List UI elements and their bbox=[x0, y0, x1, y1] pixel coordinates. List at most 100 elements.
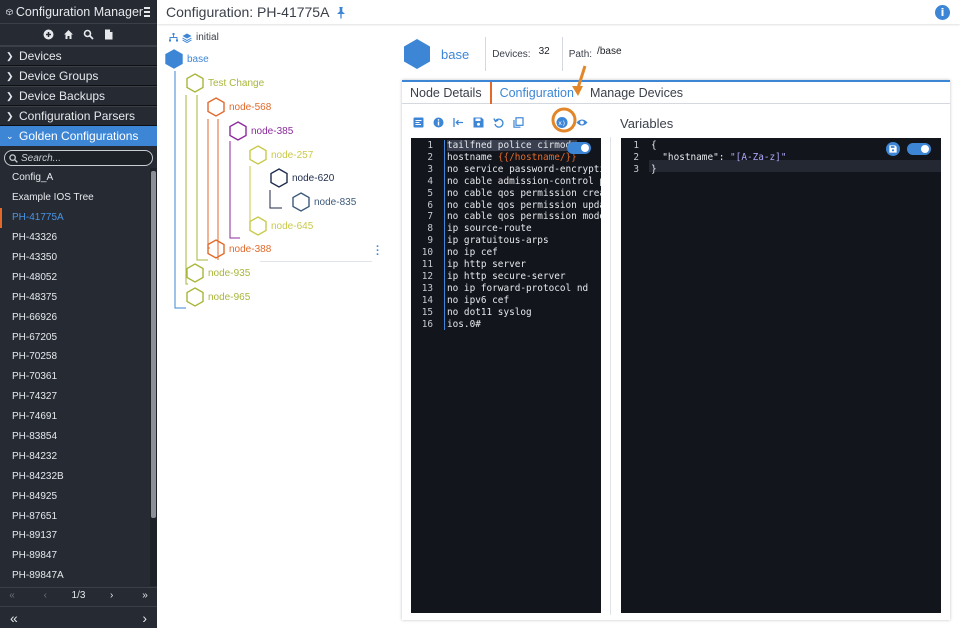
code-line: ip http server bbox=[447, 259, 527, 270]
golden-config-item[interactable]: PH-66926 bbox=[12, 311, 58, 323]
golden-config-item[interactable]: PH-84925 bbox=[12, 490, 58, 502]
hexagon-icon bbox=[229, 121, 247, 141]
tree-node-label: node-935 bbox=[208, 267, 251, 279]
golden-config-item[interactable]: PH-48375 bbox=[12, 291, 58, 303]
tab-node-details[interactable]: Node Details bbox=[410, 86, 482, 100]
line-number: 7 bbox=[427, 211, 433, 223]
tab-configuration[interactable]: Configuration bbox=[489, 82, 582, 104]
node-panel: Node Details Configuration Manage Device… bbox=[402, 80, 950, 620]
search-icon bbox=[9, 153, 18, 163]
tree-node-label: node-385 bbox=[251, 125, 294, 137]
golden-config-item[interactable]: PH-70258 bbox=[12, 351, 58, 363]
variables-code-editor[interactable]: 1{2 "hostname": "[A-Za-z]"3} bbox=[621, 138, 941, 613]
eye-icon[interactable] bbox=[576, 116, 588, 128]
app-title: Configuration Manager bbox=[15, 4, 144, 19]
golden-config-item[interactable]: Config_A bbox=[12, 172, 54, 184]
save-icon[interactable] bbox=[472, 116, 484, 128]
next-page-button[interactable]: › bbox=[110, 590, 114, 601]
tree-node-label: node-568 bbox=[229, 101, 272, 113]
line-number: 3 bbox=[427, 163, 433, 175]
golden-search-input[interactable] bbox=[21, 152, 141, 164]
info-icon[interactable]: i bbox=[935, 5, 950, 20]
sidebar-section-configuration-parsers[interactable]: ❯Configuration Parsers bbox=[0, 106, 157, 126]
tree-node[interactable]: node-835 bbox=[292, 192, 356, 212]
golden-config-item[interactable]: Example IOS Tree bbox=[12, 192, 94, 204]
golden-config-item[interactable]: PH-89847 bbox=[12, 550, 58, 562]
golden-config-item[interactable]: PH-41775A bbox=[0, 207, 149, 228]
line-number: 1 bbox=[633, 140, 639, 151]
sidebar-section-devices[interactable]: ❯Devices bbox=[0, 46, 157, 66]
svg-text:x): x) bbox=[558, 118, 566, 126]
tree-node[interactable]: Test Change bbox=[186, 73, 264, 93]
sidebar-section-device-backups[interactable]: ❯Device Backups bbox=[0, 86, 157, 106]
golden-search-box bbox=[4, 150, 153, 166]
golden-config-item[interactable]: PH-48052 bbox=[12, 271, 58, 283]
golden-config-item[interactable]: PH-87651 bbox=[12, 510, 58, 522]
first-page-button[interactable]: « bbox=[9, 590, 15, 601]
line-number: 9 bbox=[427, 235, 433, 247]
tree-node[interactable]: node-645 bbox=[249, 216, 313, 236]
golden-config-item[interactable]: PH-43350 bbox=[12, 252, 58, 263]
golden-config-item[interactable]: PH-89847A bbox=[12, 570, 64, 582]
home-icon[interactable] bbox=[63, 29, 74, 40]
scrollbar-thumb[interactable] bbox=[151, 171, 156, 518]
tree-node[interactable]: node-388 bbox=[207, 239, 271, 259]
import-icon[interactable] bbox=[452, 116, 464, 128]
tree-node[interactable]: node-620 bbox=[270, 168, 334, 188]
golden-config-item[interactable]: PH-43326 bbox=[12, 232, 58, 244]
editor-mode-toggle[interactable] bbox=[567, 142, 591, 154]
edit-list-icon[interactable] bbox=[412, 116, 424, 128]
devices-count: 32 bbox=[538, 45, 550, 57]
collapse-sidebar-button[interactable]: « bbox=[10, 609, 18, 626]
tree-node[interactable]: node-385 bbox=[229, 121, 293, 141]
golden-config-item[interactable]: PH-70361 bbox=[12, 371, 58, 383]
tree-node[interactable]: node-257 bbox=[249, 145, 313, 165]
variable-icon[interactable]: x) bbox=[556, 116, 568, 128]
tree-node[interactable]: base bbox=[165, 49, 209, 69]
hexagon-icon bbox=[186, 287, 204, 307]
sidebar-toolbar bbox=[0, 24, 157, 46]
sidebar-scrollbar[interactable] bbox=[150, 168, 157, 586]
tree-node-label: node-620 bbox=[292, 172, 335, 184]
tree-node[interactable]: node-935 bbox=[186, 263, 250, 283]
golden-config-item[interactable]: PH-84232B bbox=[12, 470, 64, 482]
expand-button[interactable]: › bbox=[142, 609, 147, 626]
document-icon[interactable] bbox=[103, 29, 114, 40]
hamburger-menu-icon[interactable] bbox=[143, 5, 151, 19]
golden-config-item[interactable]: PH-67205 bbox=[12, 331, 58, 343]
sidebar-section-device-groups[interactable]: ❯Device Groups bbox=[0, 66, 157, 86]
variables-mode-toggle[interactable] bbox=[907, 143, 931, 155]
tree-node-label: node-645 bbox=[271, 220, 314, 232]
hexagon-icon bbox=[207, 239, 225, 259]
pin-icon[interactable] bbox=[335, 6, 347, 19]
line-number: 11 bbox=[421, 259, 433, 270]
tab-manage-devices[interactable]: Manage Devices bbox=[589, 86, 684, 100]
add-icon[interactable] bbox=[43, 29, 54, 40]
hexagon-icon bbox=[186, 263, 204, 283]
search-icon[interactable] bbox=[83, 29, 94, 40]
tree-node[interactable]: node-568 bbox=[207, 97, 271, 117]
golden-config-item[interactable]: PH-74691 bbox=[12, 411, 58, 423]
last-page-button[interactable]: » bbox=[142, 590, 148, 601]
node-kebab-menu-icon[interactable]: ··· bbox=[376, 241, 380, 261]
info-icon[interactable] bbox=[432, 116, 444, 128]
line-number: 2 bbox=[633, 151, 639, 163]
copy-icon[interactable] bbox=[512, 116, 524, 128]
hexagon-icon bbox=[207, 97, 225, 117]
save-variables-button[interactable] bbox=[886, 142, 900, 156]
undo-icon[interactable] bbox=[492, 116, 504, 128]
prev-page-button[interactable]: ‹ bbox=[43, 590, 47, 601]
code-line: no ipv6 cef bbox=[447, 294, 510, 306]
golden-config-item[interactable]: PH-74327 bbox=[12, 391, 58, 403]
golden-config-item[interactable]: PH-89137 bbox=[12, 530, 58, 542]
tree-node-label: node-388 bbox=[229, 243, 272, 255]
tree-node[interactable]: node-965 bbox=[186, 287, 250, 307]
line-number: 10 bbox=[421, 247, 433, 259]
golden-config-item[interactable]: PH-83854 bbox=[12, 431, 58, 443]
tree-root-initial[interactable]: initial bbox=[169, 32, 219, 43]
variables-title: Variables bbox=[620, 116, 674, 131]
golden-config-item[interactable]: PH-84232 bbox=[12, 450, 58, 462]
sidebar-section-golden-configurations[interactable]: ⌄Golden Configurations bbox=[0, 126, 157, 146]
